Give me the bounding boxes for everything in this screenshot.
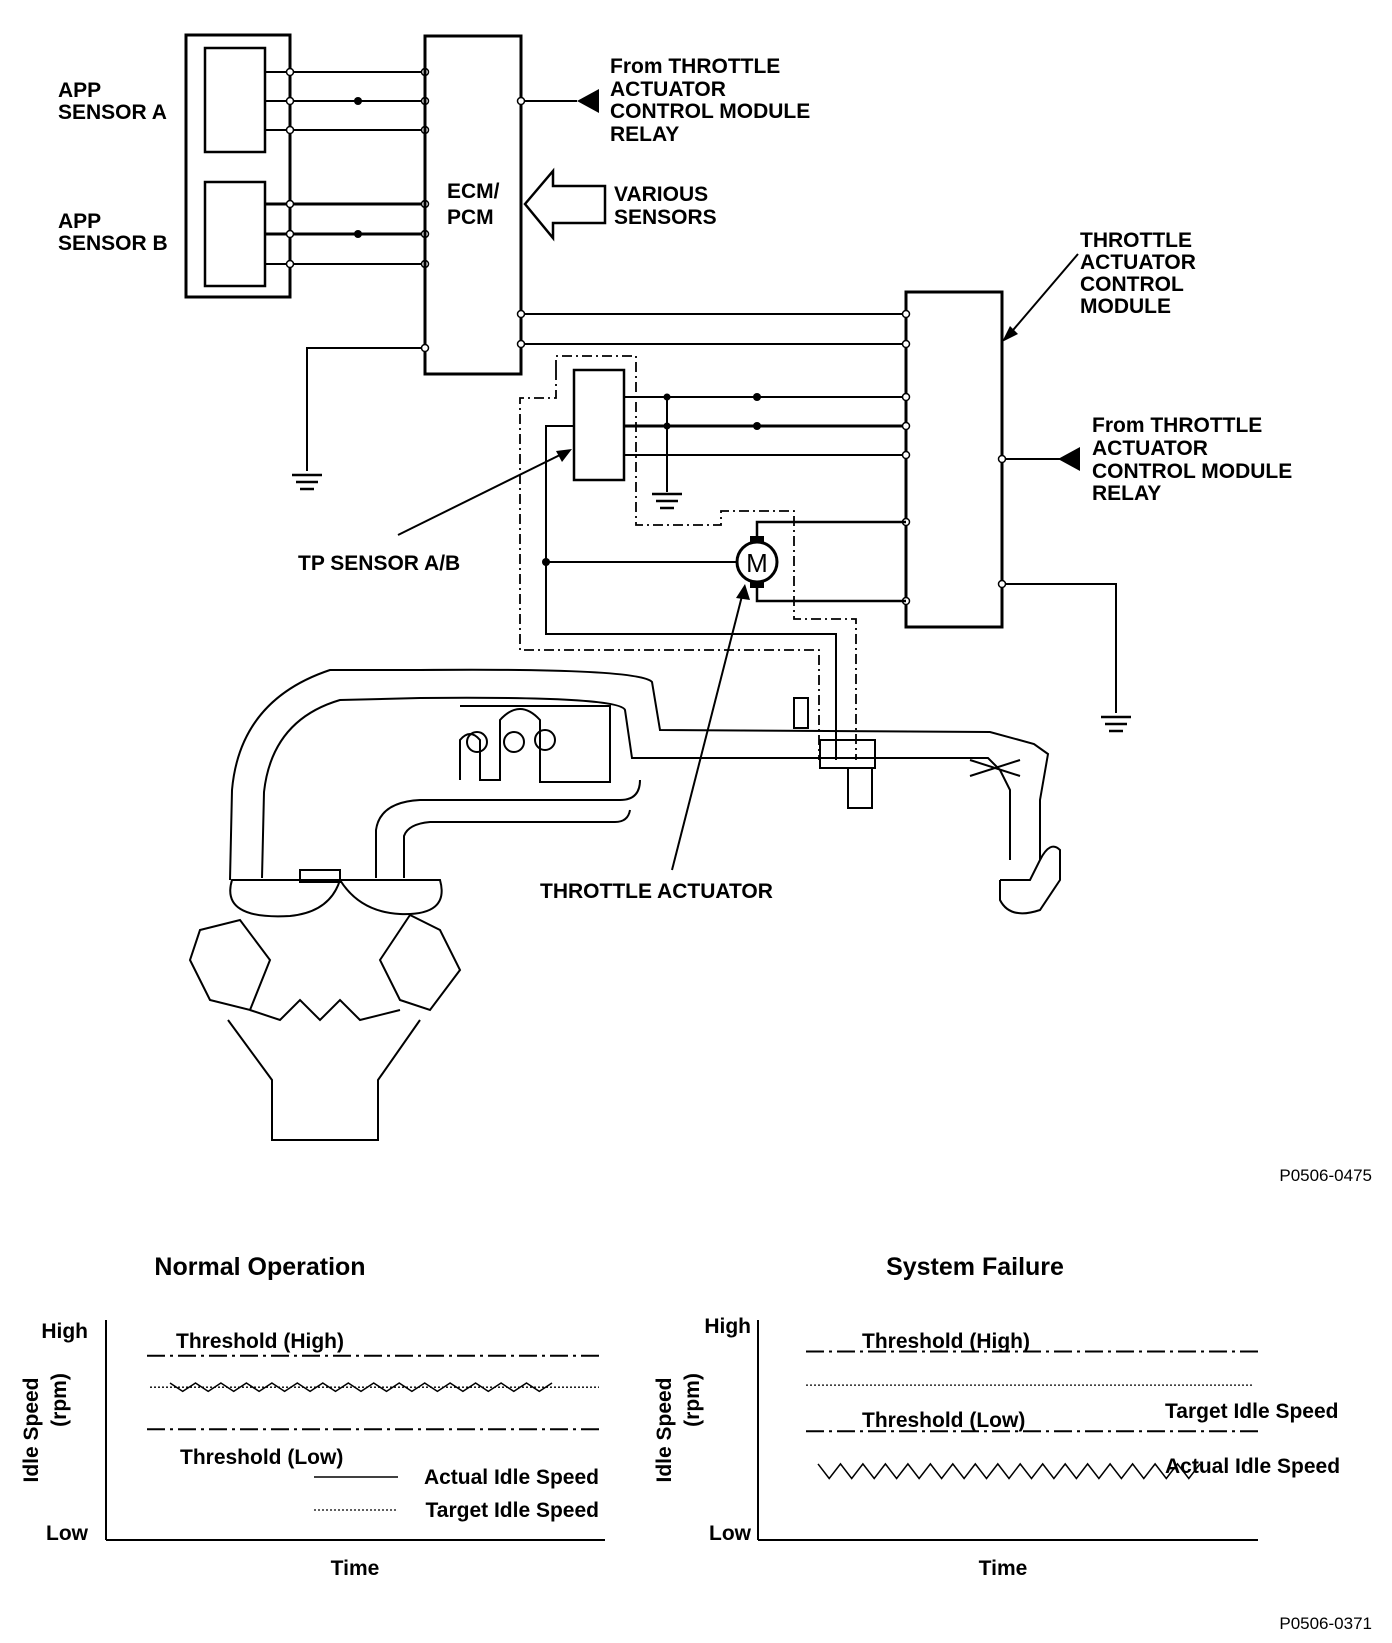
app-sensor-a-box	[203, 46, 267, 154]
x-axis-label: Time	[331, 1557, 380, 1580]
app-sensor-b-box	[203, 180, 267, 288]
y-tick-low: Low	[709, 1522, 752, 1545]
figure-code-top: P0506-0475	[1279, 1166, 1372, 1185]
y-axis-label: Idle Speed	[20, 1377, 43, 1482]
tacm-label-3: CONTROL	[1080, 273, 1184, 296]
relay-top-label-1: From THROTTLE	[610, 55, 780, 78]
series-actual-line	[817, 1462, 1201, 1480]
figure-code-bottom: P0506-0371	[1279, 1614, 1372, 1633]
legend-actual-label: Actual Idle Speed	[424, 1466, 599, 1489]
y-tick-low: Low	[46, 1522, 89, 1545]
chart-title: System Failure	[886, 1253, 1064, 1281]
motor-symbol-label: M	[746, 548, 768, 578]
relay-arrow-top-icon	[577, 89, 599, 113]
app-sensor-b-label-1: APP	[58, 210, 101, 233]
relay-right-label-3: CONTROL MODULE	[1092, 460, 1292, 483]
throttle-actuator-label: THROTTLE ACTUATOR	[540, 880, 773, 903]
engine-illustration	[188, 668, 1061, 1141]
app-sensor-b-label-2: SENSOR B	[58, 232, 168, 255]
tacm-label-2: ACTUATOR	[1080, 251, 1196, 274]
relay-top-label-3: CONTROL MODULE	[610, 100, 810, 123]
tp-sensor-box	[572, 368, 626, 482]
relay-right-label-4: RELAY	[1092, 482, 1161, 505]
relay-top-label-4: RELAY	[610, 123, 679, 146]
threshold-label-high: Threshold (High)	[862, 1330, 1030, 1353]
y-axis-label: Idle Speed	[653, 1377, 676, 1482]
y-axis-unit: (rpm)	[681, 1373, 704, 1427]
various-sensors-label-2: SENSORS	[614, 206, 717, 229]
chart-title: Normal Operation	[154, 1253, 365, 1281]
ground-symbol-ecm-icon	[292, 473, 322, 491]
relay-right-label-2: ACTUATOR	[1092, 437, 1208, 460]
app-sensor-a-label-2: SENSOR A	[58, 101, 167, 124]
ecm-label-2: PCM	[447, 206, 494, 229]
ground-symbol-tp-icon	[652, 492, 682, 510]
app-sensor-a-label-1: APP	[58, 79, 101, 102]
x-axis-label: Time	[979, 1557, 1028, 1580]
legend-target-label: Target Idle Speed	[426, 1499, 600, 1522]
relay-top-label-2: ACTUATOR	[610, 78, 726, 101]
tacm-label-4: MODULE	[1080, 295, 1171, 318]
threshold-label-high: Threshold (High)	[176, 1330, 344, 1353]
app-sensor-housing	[184, 33, 292, 299]
relay-right-label-1: From THROTTLE	[1092, 414, 1262, 437]
various-sensors-arrow-icon	[523, 167, 607, 242]
various-sensors-label-1: VARIOUS	[614, 183, 708, 206]
tacm-box	[904, 290, 1004, 629]
threshold-label-low: Threshold (Low)	[862, 1409, 1025, 1432]
wiring-diagram	[184, 33, 1131, 1141]
series-actual-line	[169, 1382, 553, 1393]
y-axis-unit: (rpm)	[48, 1373, 71, 1427]
y-tick-high: High	[41, 1320, 88, 1343]
relay-arrow-right-icon	[1058, 447, 1080, 471]
tp-sensor-label: TP SENSOR A/B	[298, 552, 460, 575]
series-label-target: Target Idle Speed	[1165, 1400, 1339, 1423]
threshold-label-low: Threshold (Low)	[180, 1446, 343, 1469]
series-label-actual: Actual Idle Speed	[1165, 1455, 1340, 1478]
ground-symbol-tacm-icon	[1101, 715, 1131, 733]
ecm-pcm-box	[423, 34, 523, 376]
ecm-label-1: ECM/	[447, 180, 500, 203]
y-tick-high: High	[704, 1315, 751, 1338]
tacm-label-1: THROTTLE	[1080, 229, 1192, 252]
